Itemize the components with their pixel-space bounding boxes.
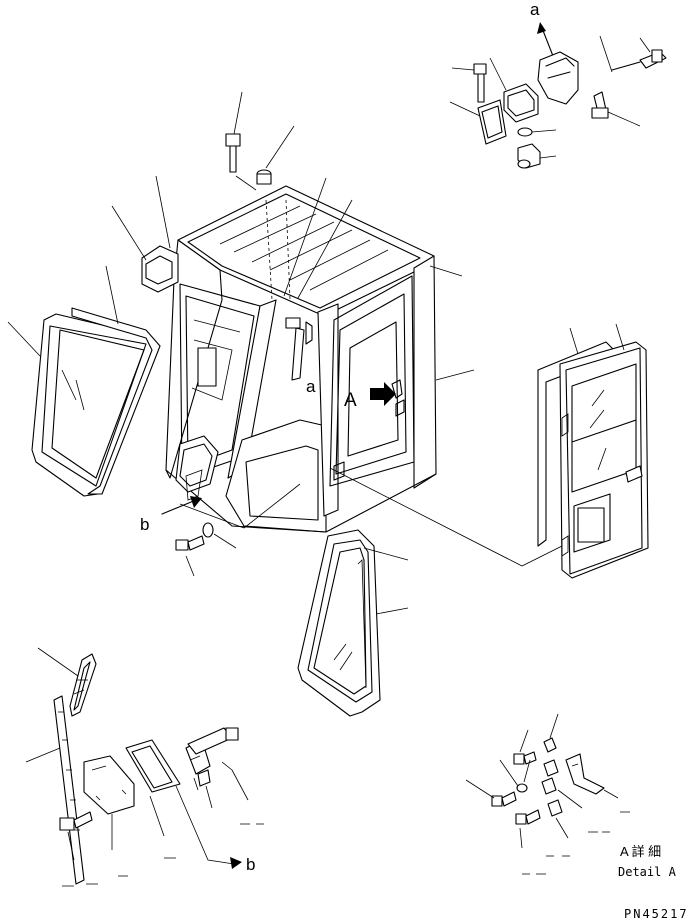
drawing-number: PN45217 <box>624 907 689 921</box>
detail-A-caption: Detail A <box>618 865 677 879</box>
right-door <box>537 323 649 579</box>
side-mirror-assembly <box>25 647 264 887</box>
view-a-label-top: a <box>530 0 540 19</box>
top-right-bracket-detail <box>449 22 667 169</box>
arrow-b-cab <box>161 496 202 515</box>
front-glass-window <box>297 529 409 717</box>
view-b-label-cab: b <box>140 515 149 534</box>
left-glass-window <box>7 265 161 497</box>
view-a-label-cab: a <box>306 377 316 396</box>
cover-plate-b <box>175 435 301 529</box>
detail-A-heading: A 詳 細 <box>620 844 661 859</box>
bottom-bolt-washer <box>175 522 237 577</box>
view-b-label-mirror: b <box>246 855 255 874</box>
section-A-label: A <box>344 390 357 411</box>
detail-A-hardware <box>465 713 630 875</box>
cab-structure <box>165 185 437 533</box>
roof-bolt <box>225 91 475 381</box>
roof-lamp <box>111 175 179 293</box>
